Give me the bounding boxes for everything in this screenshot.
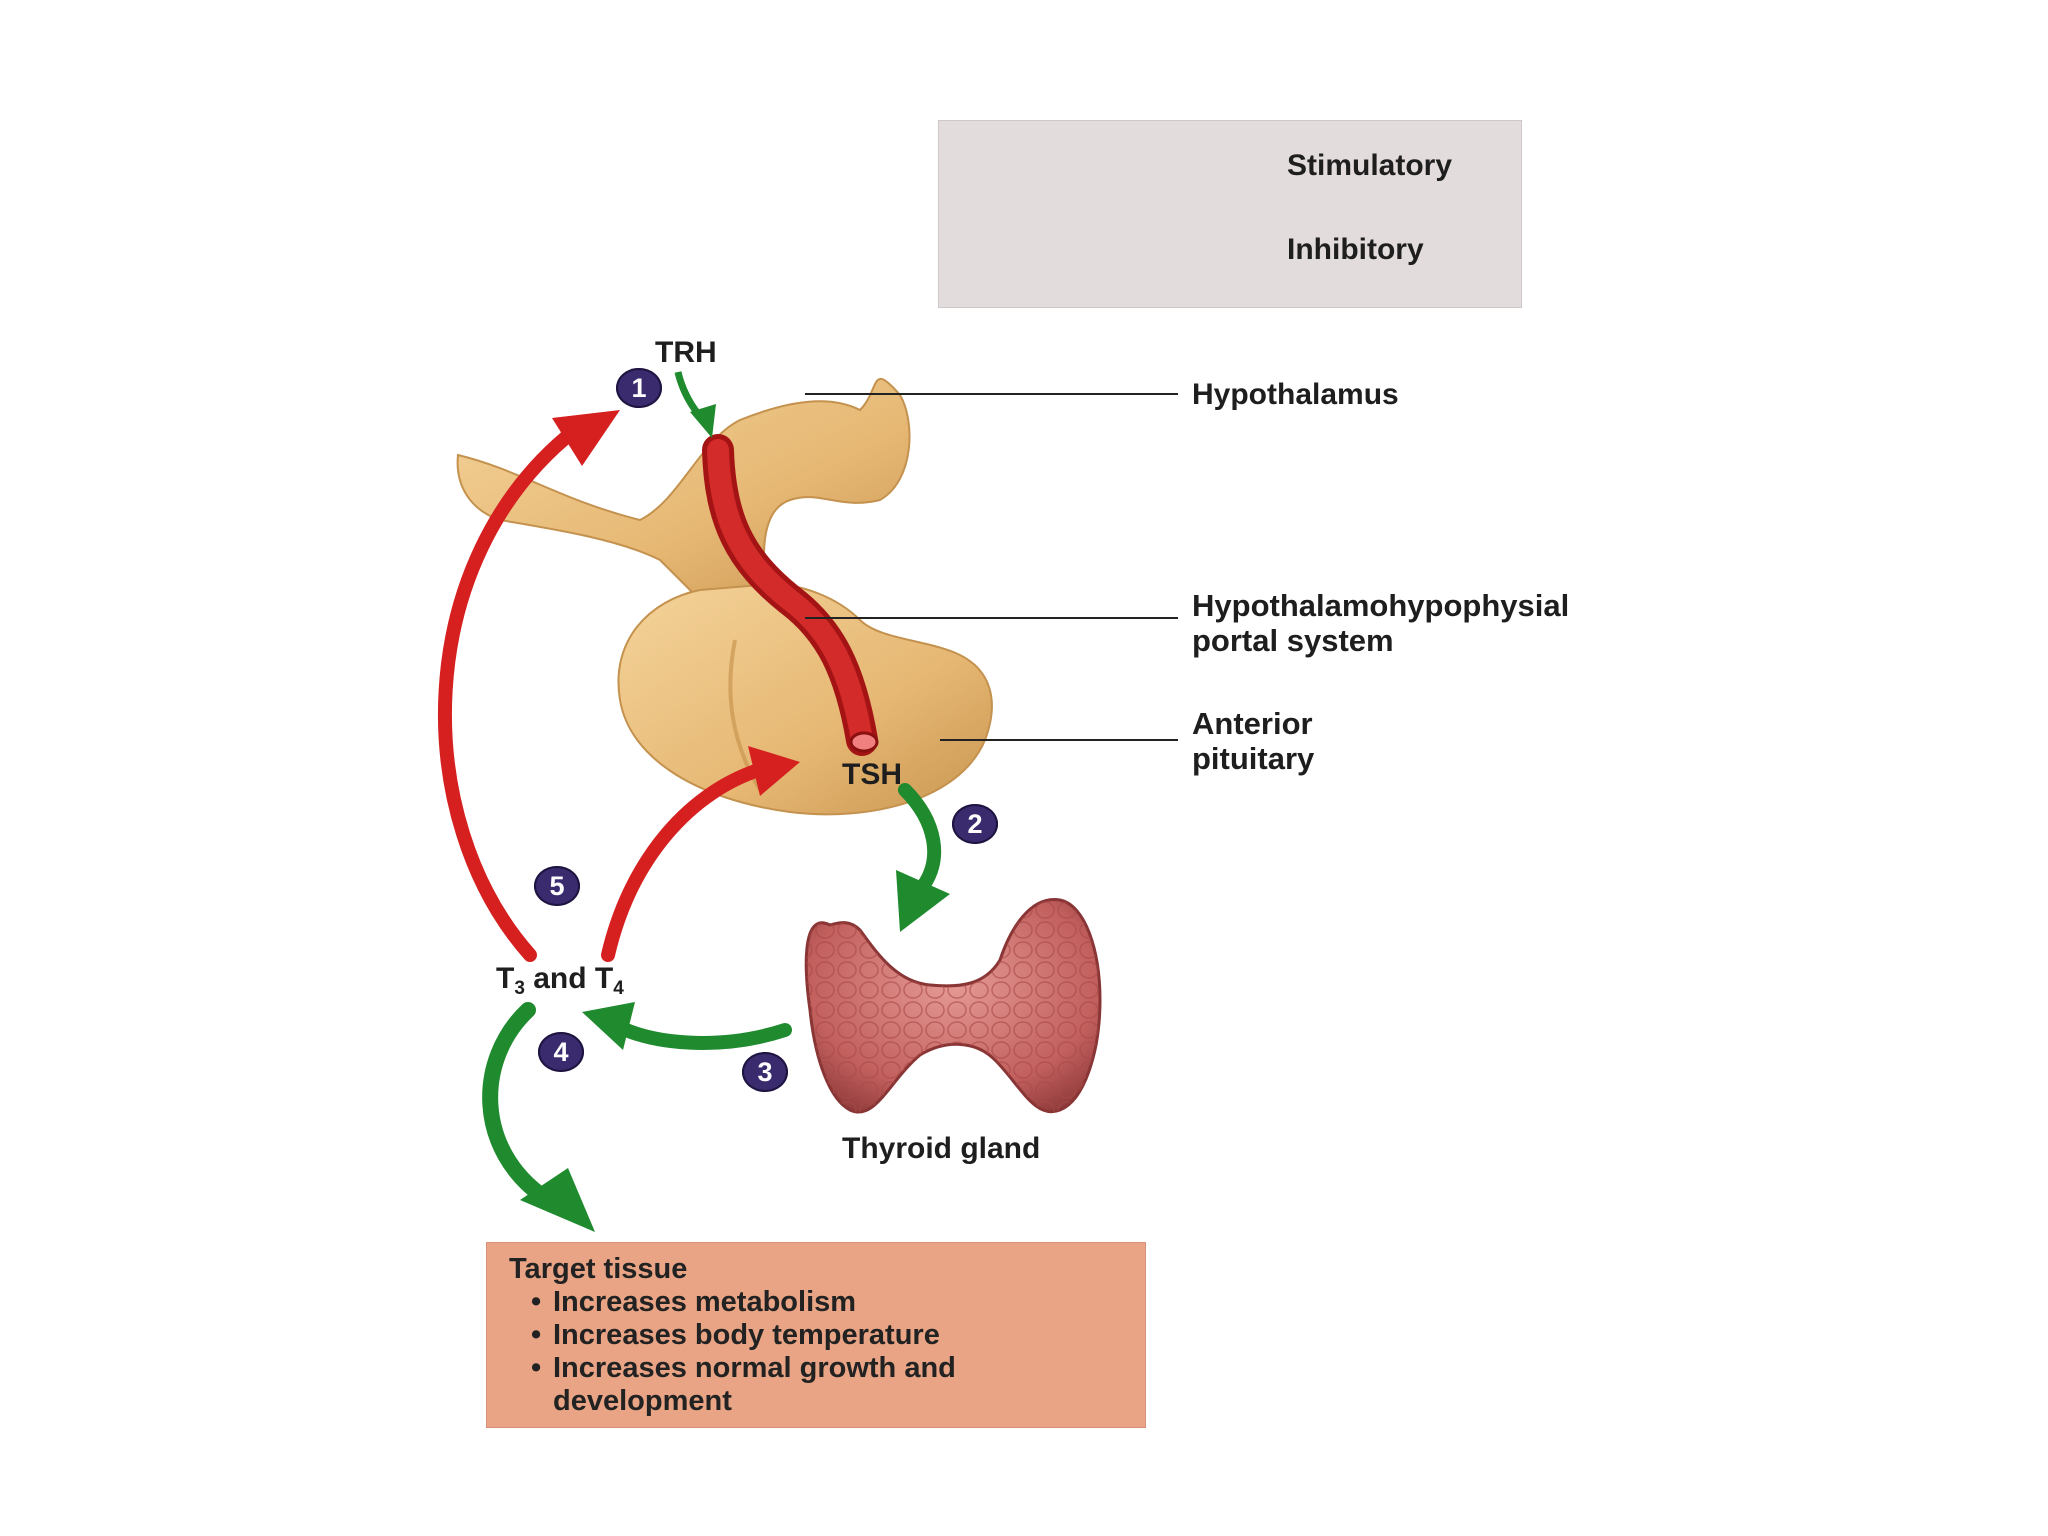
legend-stimulatory-label: Stimulatory xyxy=(1287,149,1453,182)
target-effect-item: Increases metabolism xyxy=(531,1286,1123,1319)
tsh-label: TSH xyxy=(842,758,902,791)
target-effects-list: Increases metabolism Increases body temp… xyxy=(509,1286,1123,1418)
portal-system-label: Hypothalamohypophysial portal system xyxy=(1192,588,1569,658)
anterior-pituitary-shape xyxy=(617,583,993,816)
target-tissue-title: Target tissue xyxy=(509,1253,688,1285)
t3-text: T xyxy=(496,962,515,995)
legend-inhibitory-label: Inhibitory xyxy=(1287,233,1424,266)
step-2-badge: 2 xyxy=(952,804,998,844)
target-effect-item: Increases normal growth and development xyxy=(531,1352,1123,1418)
legend-box: Stimulatory Inhibitory xyxy=(938,120,1522,308)
step-5-badge: 5 xyxy=(534,866,580,906)
thyroid-gland-shape xyxy=(804,898,1102,1114)
thyroid-gland-label: Thyroid gland xyxy=(842,1132,1041,1165)
thyroid-to-t3t4-arrow xyxy=(582,1002,792,1050)
step-3-badge: 3 xyxy=(742,1052,788,1092)
portal-line1: Hypothalamohypophysial xyxy=(1192,588,1570,623)
hypothalamus-label: Hypothalamus xyxy=(1192,378,1399,411)
step-1-badge: 1 xyxy=(616,368,662,408)
step-4-badge: 4 xyxy=(538,1032,584,1072)
portal-line2: portal system xyxy=(1192,623,1394,658)
t3-t4-label: T3 and T4 xyxy=(496,962,624,1000)
trh-label: TRH xyxy=(655,336,717,369)
target-effect-item: Increases body temperature xyxy=(531,1319,1123,1352)
pituitary-line2: pituitary xyxy=(1192,741,1315,776)
hypothalamus-shape xyxy=(456,377,911,601)
pituitary-line1: Anterior xyxy=(1192,706,1313,741)
target-tissue-box: Target tissue Increases metabolism Incre… xyxy=(486,1242,1146,1428)
and-t4-text: and T xyxy=(524,962,614,995)
anterior-pituitary-label: Anterior pituitary xyxy=(1192,706,1314,776)
t3-subscript: 3 xyxy=(514,978,525,999)
t3t4-inhibit-hypothalamus-arrow xyxy=(437,410,620,962)
t3t4-to-target-arrow xyxy=(482,1002,595,1232)
tsh-stimulatory-arrow xyxy=(896,783,950,932)
t4-subscript: 4 xyxy=(613,978,624,999)
portal-vessel xyxy=(702,434,879,756)
trh-stimulatory-arrow xyxy=(674,371,716,438)
t3t4-inhibit-pituitary-arrow xyxy=(601,746,800,962)
